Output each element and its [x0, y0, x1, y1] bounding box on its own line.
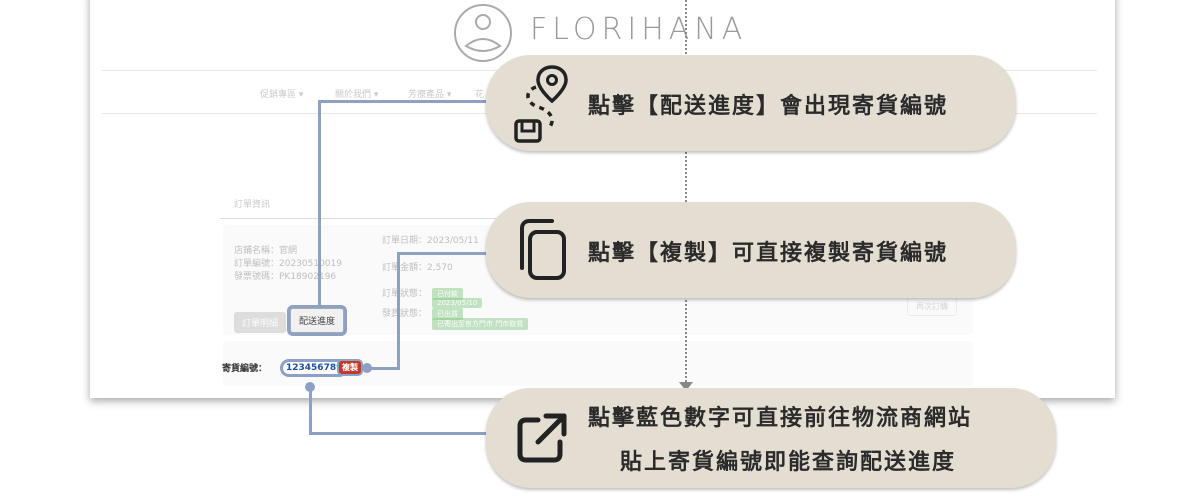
- order-status-date-tag: 2023/05/10: [432, 298, 483, 308]
- copy-icon: [520, 219, 566, 280]
- callout-link-text-line2: 貼上寄貨編號即能查詢配送進度: [620, 450, 957, 475]
- external-link-icon: [517, 413, 567, 463]
- connector-copy-vertical: [397, 252, 400, 369]
- copy-button[interactable]: 複製: [337, 359, 363, 376]
- invoice-number: 發票號碼：PK18902196: [234, 272, 337, 282]
- connector-copy-stub: [366, 367, 400, 370]
- nav-item-promo[interactable]: 促銷專區 ▾: [260, 90, 304, 100]
- callout-copy-text: 點擊【複製】可直接複製寄貨編號: [588, 241, 949, 266]
- callout-copy: 點擊【複製】可直接複製寄貨編號: [486, 202, 1016, 298]
- order-date: 訂單日期：2023/05/11: [382, 236, 479, 246]
- reorder-button[interactable]: 再次訂購: [907, 297, 957, 316]
- callout-link-text-line1: 點擊藍色數字可直接前往物流商網站: [588, 406, 973, 431]
- order-status-value: 已付款: [437, 290, 458, 298]
- order-details-button[interactable]: 訂單明細: [234, 312, 287, 333]
- florihana-logo-icon: [454, 4, 512, 62]
- flow-arrow-down-icon: [679, 382, 693, 391]
- tracking-number-link[interactable]: 123456789: [280, 359, 349, 377]
- connector-link-dot: [305, 382, 315, 392]
- store-name: 店鋪名稱：官網: [234, 246, 298, 256]
- tracking-label: 寄貨編號：: [222, 364, 268, 374]
- order-amount: 訂單金額：2,570: [382, 263, 453, 273]
- callout-external-link: 點擊藍色數字可直接前往物流商網站 貼上寄貨編號即能查詢配送進度: [486, 388, 1056, 488]
- connector-delivery-horizontal: [318, 100, 488, 103]
- callout-delivery-progress: 點擊【配送進度】會出現寄貨編號: [486, 55, 1016, 151]
- ship-status-label: 發貨狀態：: [382, 309, 428, 319]
- connector-link-vertical: [309, 386, 312, 434]
- connector-delivery-vertical: [318, 100, 321, 306]
- nav-item-about[interactable]: 關於我們 ▾: [335, 90, 379, 100]
- ship-status-tag: 已出貨: [432, 308, 463, 320]
- order-section-title: 訂單資訊: [234, 200, 271, 210]
- ship-status-note: 已寄出至官方門市 門市取貨: [432, 318, 529, 330]
- connector-copy-horizontal: [397, 252, 487, 255]
- flow-dotted-line: [685, 0, 687, 390]
- connector-link-horizontal: [309, 432, 489, 435]
- brand-name: FLORIHANA: [530, 12, 748, 47]
- order-status-label: 訂單狀態：: [382, 289, 428, 299]
- callout-delivery-text: 點擊【配送進度】會出現寄貨編號: [588, 94, 949, 119]
- order-status-tag: 已付款: [432, 288, 463, 300]
- nav-item-more[interactable]: 花: [475, 90, 485, 100]
- connector-copy-dot: [362, 363, 372, 373]
- delivery-route-icon: [514, 65, 568, 143]
- delivery-progress-button[interactable]: 配送進度: [290, 308, 345, 333]
- nav-item-products[interactable]: 芳療產品 ▾: [408, 90, 452, 100]
- order-number: 訂單編號：20230510019: [234, 259, 342, 269]
